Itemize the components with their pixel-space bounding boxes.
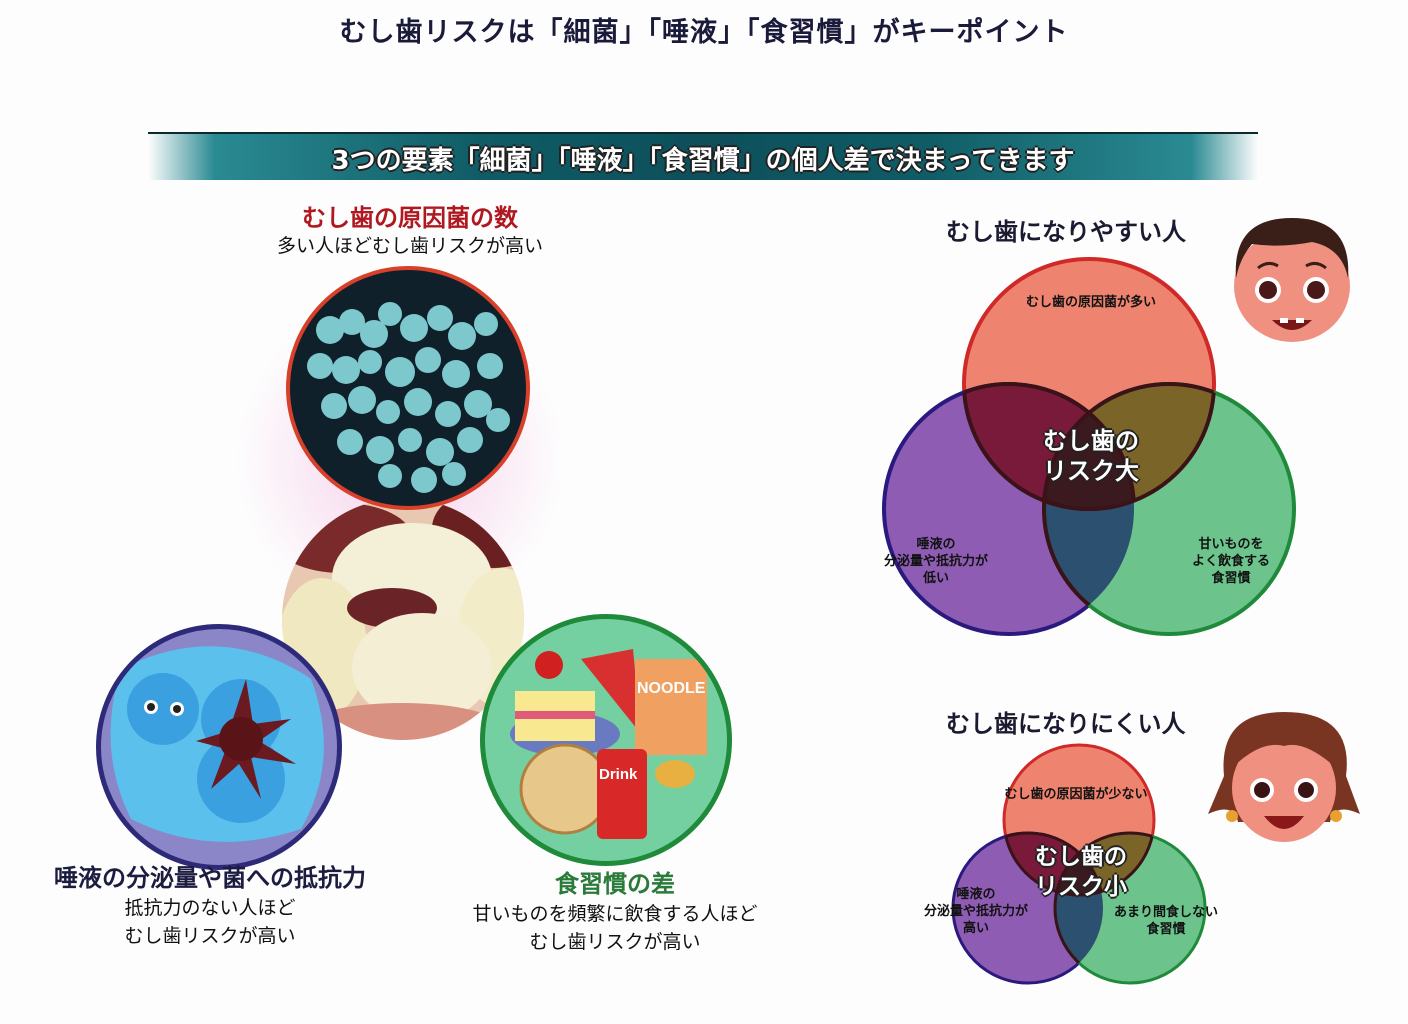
bacteria-micrograph [286, 266, 530, 510]
worried-boy-face-icon [1222, 208, 1362, 348]
drink-label: Drink [599, 766, 638, 783]
diet-heading: 食習慣の差 [555, 870, 675, 898]
diet-desc-1: 甘いものを頻繁に飲食する人ほど [472, 903, 758, 925]
saliva-desc-1: 抵抗力のない人ほど [124, 897, 296, 919]
low-center-line-1: むし歯の [1035, 844, 1127, 870]
high-left-label: 唾液の 分泌量や抵抗力が 低い [856, 536, 1016, 587]
low-left-line-1: 唾液の [956, 887, 996, 902]
low-center-label: むし歯の リスク小 [1006, 842, 1156, 902]
saliva-heading: 唾液の分泌量や菌への抵抗力 [54, 864, 366, 892]
low-center-line-2: リスク小 [1035, 874, 1127, 900]
low-left-label: 唾液の 分泌量や抵抗力が 高い [896, 886, 1056, 937]
low-left-line-2: 分泌量や抵抗力が [923, 904, 1028, 919]
high-risk-title: むし歯になりやすい人 [946, 218, 1186, 246]
high-top-label: むし歯の原因菌が多い [1025, 295, 1156, 310]
high-center-line-1: むし歯の [1043, 427, 1139, 455]
high-left-line-2: 分泌量や抵抗力が [883, 554, 988, 569]
low-right-label: あまり間食しない 食習慣 [1096, 904, 1236, 938]
subtitle-banner: 3つの要素「細菌」「唾液」「食習慣」の個人差で決まってきます [148, 132, 1258, 180]
low-right-line-2: 食習慣 [1146, 922, 1186, 937]
high-right-label: 甘いものを よく飲食する 食習慣 [1166, 536, 1296, 587]
high-right-line-1: 甘いものを [1198, 537, 1264, 552]
high-risk-venn: むし歯の原因菌が多い むし歯の リスク大 唾液の 分泌量や抵抗力が 低い 甘いも… [876, 256, 1306, 646]
bacteria-heading: むし歯の原因菌の数 [302, 204, 518, 232]
high-center-label: むし歯の リスク大 [996, 426, 1186, 486]
diet-desc-2: むし歯リスクが高い [529, 931, 701, 953]
low-left-line-3: 高い [962, 921, 989, 936]
bacteria-desc: 多い人ほどむし歯リスクが高い [276, 235, 543, 257]
noodle-label: NOODLE [637, 680, 706, 697]
low-right-line-1: あまり間食しない [1113, 905, 1218, 920]
page-title: むし歯リスクは「細菌」「唾液」「食習慣」がキーポイント [339, 17, 1069, 48]
high-left-line-1: 唾液の [916, 537, 956, 552]
sweets-illustration: NOODLE Drink [480, 614, 732, 866]
high-left-line-3: 低い [922, 571, 949, 586]
decayed-tooth-photo [282, 498, 524, 740]
saliva-desc-2: むし歯リスクが高い [124, 925, 296, 947]
high-right-line-3: 食習慣 [1211, 571, 1251, 586]
saliva-vs-germ-illustration [96, 624, 342, 870]
smiling-woman-face-icon [1204, 706, 1364, 856]
low-top-label: むし歯の原因菌が少ない [1004, 787, 1148, 802]
low-risk-title: むし歯になりにくい人 [946, 710, 1186, 738]
high-right-line-2: よく飲食する [1191, 554, 1270, 569]
high-center-line-2: リスク大 [1043, 457, 1139, 485]
low-risk-venn: むし歯の原因菌が少ない むし歯の リスク小 唾液の 分泌量や抵抗力が 高い あま… [896, 740, 1256, 1020]
banner-text: 3つの要素「細菌」「唾液」「食習慣」の個人差で決まってきます [331, 146, 1075, 176]
